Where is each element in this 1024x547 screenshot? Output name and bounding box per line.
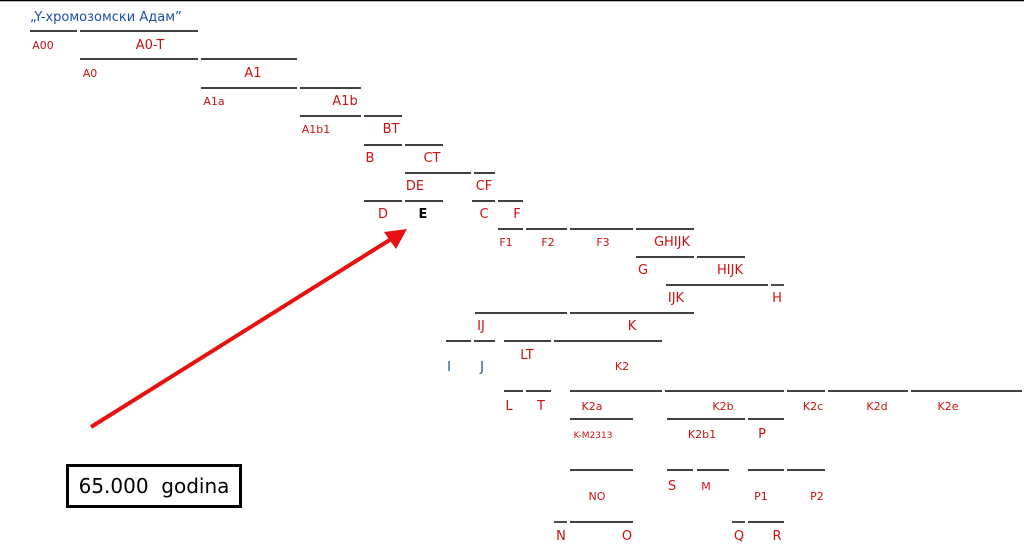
node-label-a1b1: A1b1 bbox=[302, 123, 331, 136]
node-label-k2d: K2d bbox=[866, 400, 887, 413]
diagram-title: „Y-хромозомски Адам” bbox=[30, 10, 182, 25]
node-label-r: R bbox=[772, 529, 781, 544]
node-label-f: F bbox=[513, 207, 520, 222]
node-label-g: G bbox=[638, 263, 648, 278]
time-label-box: 65.000 godina bbox=[66, 464, 242, 508]
node-label-a00: A00 bbox=[32, 39, 54, 52]
arrow-head bbox=[384, 229, 407, 249]
node-label-k2a: K2a bbox=[582, 400, 603, 413]
node-label-k: K bbox=[628, 319, 637, 334]
node-label-a1a: A1a bbox=[203, 95, 224, 108]
node-label-hijk: HIJK bbox=[717, 263, 743, 278]
node-label-no: NO bbox=[589, 490, 606, 503]
node-label-de: DE bbox=[406, 179, 424, 194]
node-label-j: J bbox=[479, 360, 484, 375]
node-label-f1: F1 bbox=[499, 236, 512, 249]
node-label-cf: CF bbox=[476, 179, 493, 194]
node-label-k-m2313: K-M2313 bbox=[574, 431, 613, 441]
node-label-k2b: K2b bbox=[712, 400, 733, 413]
node-label-k2c: K2c bbox=[803, 400, 823, 413]
node-label-a1b: A1b bbox=[332, 94, 357, 109]
node-label-a0-t: A0-T bbox=[136, 38, 165, 53]
node-label-k2e: K2e bbox=[938, 400, 959, 413]
node-label-n: N bbox=[556, 529, 566, 544]
node-label-s: S bbox=[668, 479, 676, 494]
node-label-q: Q bbox=[734, 529, 744, 544]
node-label-ghijk: GHIJK bbox=[654, 235, 691, 250]
node-label-ij: IJ bbox=[477, 319, 485, 334]
node-label-ct: CT bbox=[423, 151, 440, 166]
node-label-d: D bbox=[378, 207, 388, 222]
node-label-h: H bbox=[772, 291, 782, 306]
node-label-e: E bbox=[419, 207, 428, 222]
time-label: 65.000 godina bbox=[78, 474, 230, 498]
node-label-p: P bbox=[758, 427, 766, 442]
arrow bbox=[89, 229, 407, 429]
branch-lines bbox=[30, 30, 1022, 523]
node-label-p1: P1 bbox=[754, 490, 768, 503]
node-label-o: O bbox=[622, 529, 632, 544]
node-label-m: M bbox=[701, 480, 711, 493]
node-label-i: I bbox=[447, 360, 451, 375]
node-label-f2: F2 bbox=[541, 236, 554, 249]
node-label-bt: BT bbox=[383, 122, 400, 137]
node-label-p2: P2 bbox=[810, 490, 824, 503]
node-label-c: C bbox=[479, 207, 488, 222]
node-label-a1: A1 bbox=[244, 66, 261, 81]
node-label-b: B bbox=[366, 151, 375, 166]
node-label-k2: K2 bbox=[615, 360, 629, 373]
node-label-lt: LT bbox=[520, 348, 533, 363]
node-label-f3: F3 bbox=[596, 236, 609, 249]
node-label-k2b1: K2b1 bbox=[688, 428, 716, 441]
node-label-ijk: IJK bbox=[668, 291, 685, 306]
arrow-shaft bbox=[89, 234, 398, 429]
node-label-a0: A0 bbox=[83, 67, 98, 80]
node-label-l: L bbox=[505, 399, 513, 414]
node-label-t: T bbox=[536, 399, 545, 414]
